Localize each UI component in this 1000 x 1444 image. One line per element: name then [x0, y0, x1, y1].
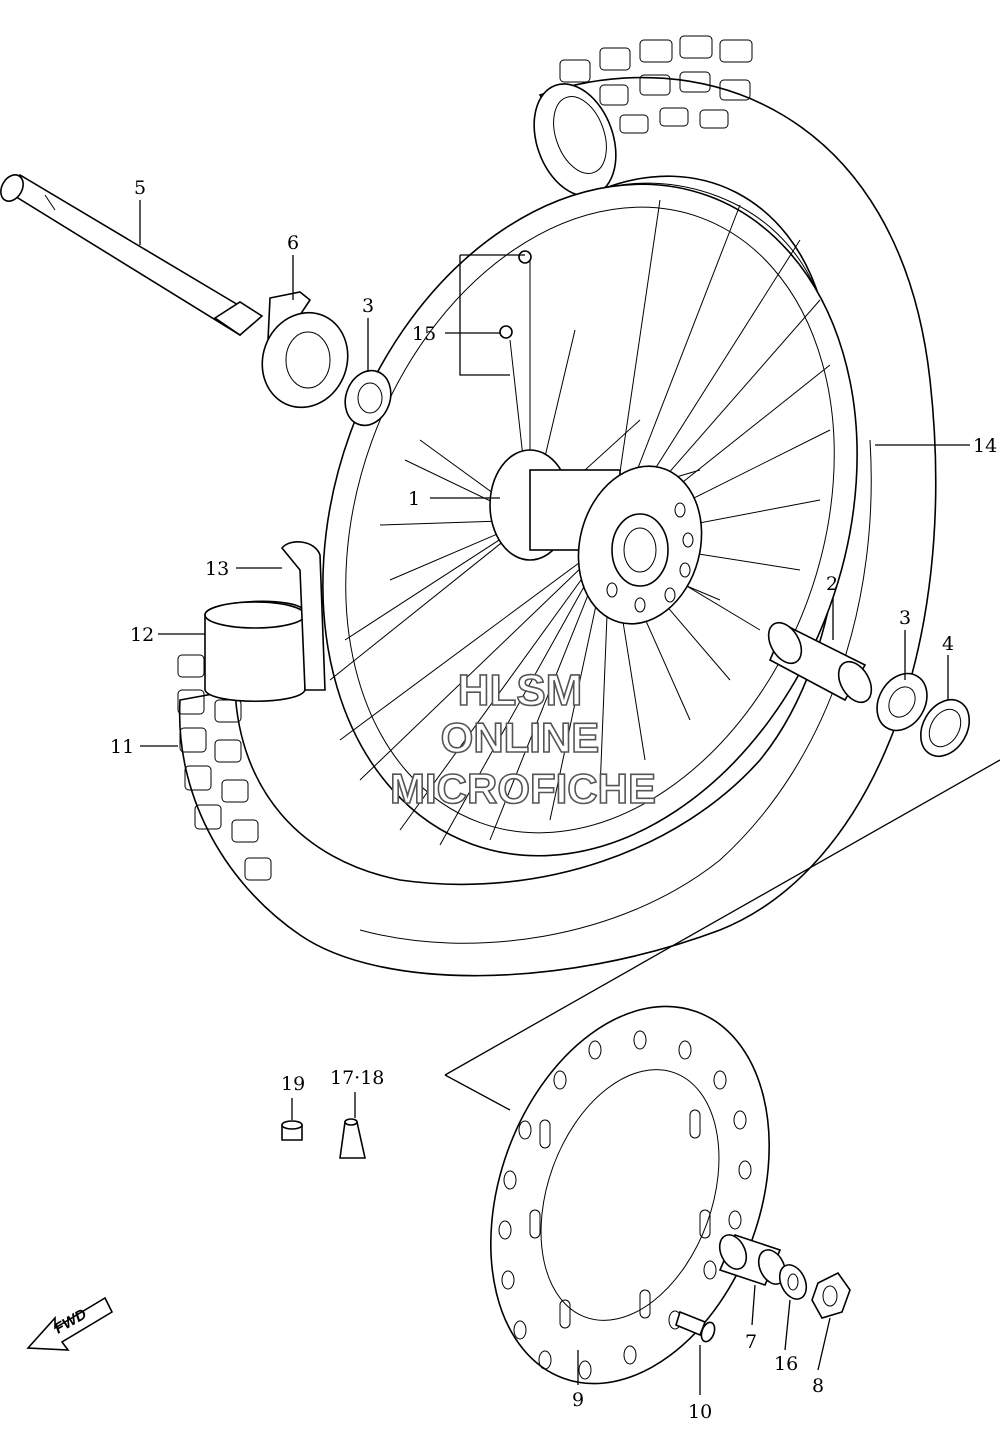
washer-16	[778, 1264, 808, 1300]
watermark-line1: HLSM	[458, 666, 583, 715]
valve-cap	[281, 1120, 303, 1141]
callout-1: 1	[408, 488, 420, 510]
watermark: HLSM ONLINE MICROFICHE	[389, 665, 657, 813]
nut-8	[811, 1271, 851, 1319]
callout-17-18: 17·18	[330, 1067, 384, 1089]
axle	[0, 173, 264, 337]
leader-lines	[139, 200, 1000, 1395]
callout-10: 10	[688, 1401, 712, 1423]
callout-3-right: 3	[899, 607, 911, 629]
gearbox	[261, 291, 349, 409]
watermark-line2: ONLINE	[441, 714, 600, 761]
hub	[489, 449, 703, 625]
callout-12: 12	[130, 624, 154, 646]
callout-5: 5	[134, 177, 146, 199]
callout-14: 14	[973, 435, 997, 457]
callout-15: 15	[412, 323, 436, 345]
fwd-arrow: FWD	[26, 1296, 114, 1351]
callout-2: 2	[826, 573, 838, 595]
callout-19: 19	[281, 1073, 305, 1095]
callout-4: 4	[942, 633, 954, 655]
bearing-top	[344, 369, 392, 427]
seal-4	[919, 698, 971, 758]
spacer-7	[718, 1234, 787, 1286]
callout-13: 13	[205, 558, 229, 580]
callout-16: 16	[774, 1353, 798, 1375]
tube-band	[204, 541, 326, 703]
disc-bolt	[675, 1310, 716, 1343]
watermark-line3: MICROFICHE	[390, 765, 656, 812]
callout-3-top: 3	[362, 295, 374, 317]
valve	[339, 1118, 366, 1159]
spacer-2	[767, 621, 873, 704]
bearing-right	[876, 672, 928, 732]
callout-7: 7	[745, 1331, 757, 1353]
callout-6: 6	[287, 232, 299, 254]
callout-11: 11	[110, 736, 134, 758]
callouts: 1 2 3 3 4 5 6 7 8 9 10 11 12 13 14 15 16…	[110, 177, 997, 1423]
brake-disc	[490, 1005, 770, 1385]
nipples	[499, 250, 532, 339]
callout-9: 9	[572, 1389, 584, 1411]
callout-8: 8	[812, 1375, 824, 1397]
